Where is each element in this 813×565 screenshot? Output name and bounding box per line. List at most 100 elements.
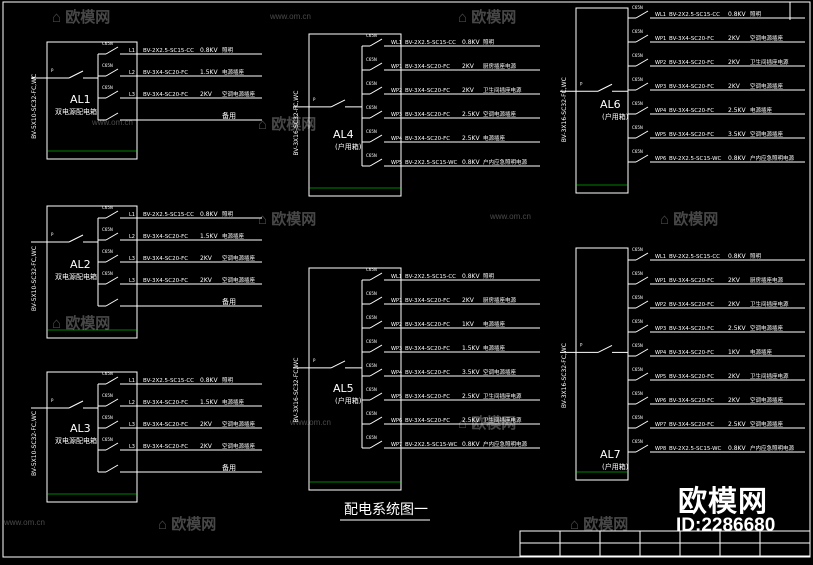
circuit-phase: L3 — [129, 444, 135, 450]
circuit-phase: WP6 — [655, 156, 666, 162]
circuit-power: 3.5KV — [728, 131, 746, 138]
circuit-phase: WL1 — [655, 12, 666, 18]
circuit-cable: BV-3X4-SC20-FC — [669, 36, 714, 42]
branch-breaker — [369, 62, 383, 71]
watermark: ⌂ 欧模网 — [258, 116, 317, 133]
circuit-power: 0.8KV — [728, 445, 746, 452]
breaker-model: C65N — [102, 205, 113, 210]
circuit-phase: WP5 — [655, 132, 666, 138]
feeder-cable-label: BV-3X16-SC32-FC,WC — [561, 77, 568, 142]
circuit-load: 照明 — [222, 47, 234, 54]
branch-breaker — [105, 376, 119, 385]
main-breaker-mark: P — [580, 81, 583, 86]
branch-breaker — [635, 10, 649, 19]
circuit-cable: BV-3X4-SC20-FC — [143, 70, 188, 76]
breaker-model: C65N — [102, 415, 113, 420]
branch-breaker — [105, 112, 119, 121]
watermark: ⌂ 欧模网 — [458, 415, 517, 432]
branch-breaker — [105, 442, 119, 451]
circuit-power: 1.5KV — [200, 399, 218, 406]
breaker-model: C65N — [102, 271, 113, 276]
branch-breaker — [105, 46, 119, 55]
circuit-power: 1.5KV — [200, 69, 218, 76]
branch-breaker — [369, 368, 383, 377]
circuit-load: 户内应急照明电源 — [483, 158, 528, 166]
panel-name: AL3 — [70, 422, 91, 435]
circuit-cable: BV-3X4-SC20-FC — [669, 84, 714, 90]
circuit-cable: BV-3X4-SC20-FC — [669, 326, 714, 332]
breaker-model: C65N — [632, 5, 643, 10]
breaker-model: C65N — [632, 391, 643, 396]
branch-breaker — [369, 416, 383, 425]
main-switch — [597, 83, 613, 92]
breaker-model: C65N — [366, 315, 377, 320]
circuit-power: 0.8KV — [200, 47, 218, 54]
circuit-load: 户内应急照明电源 — [483, 440, 528, 448]
branch-breaker — [635, 154, 649, 163]
breaker-model: C65N — [102, 393, 113, 398]
circuit-cable: BV-2X2.5-SC15-CC — [143, 378, 194, 384]
circuit-load: 照明 — [483, 273, 495, 280]
panel-subtitle: 双电源配电箱 — [55, 107, 97, 116]
breaker-model: C65N — [632, 439, 643, 444]
breaker-model: C65N — [102, 227, 113, 232]
main-breaker-mark: P — [51, 398, 54, 403]
watermark-url: www.om.cn — [92, 118, 133, 127]
circuit-load: 空调电源插座 — [750, 324, 784, 332]
breaker-model: C65N — [366, 339, 377, 344]
panel-subtitle: (户用箱) — [602, 462, 629, 471]
branch-breaker — [635, 252, 649, 261]
circuit-cable: BV-3X4-SC20-FC — [143, 444, 188, 450]
feeder-cable-label: BV-5X10-SC32-FC,WC — [31, 74, 38, 139]
circuit-power: 2KV — [728, 35, 741, 42]
circuit-power: 2KV — [728, 373, 741, 380]
circuit-power: 2KV — [728, 59, 741, 66]
circuit-power: 2KV — [200, 91, 213, 98]
branch-breaker — [635, 372, 649, 381]
panel-box — [46, 205, 138, 339]
circuit-cable: BV-3X4-SC20-FC — [669, 374, 714, 380]
panel-subtitle: 双电源配电箱 — [55, 272, 97, 281]
breaker-model: C65N — [366, 267, 377, 272]
panel-name: AL7 — [600, 448, 621, 461]
breaker-model: C65N — [632, 295, 643, 300]
circuit-load: 电源插座 — [750, 348, 773, 356]
circuit-phase: WP4 — [655, 108, 666, 114]
breaker-model: C65N — [632, 319, 643, 324]
watermark-url: www.om.cn — [270, 12, 311, 21]
circuit-cable: BV-3X4-SC20-FC — [669, 108, 714, 114]
circuit-cable: BV-3X4-SC20-FC — [405, 322, 450, 328]
feeder-cable-label: BV-3X16-SC32-FC,WC — [561, 343, 568, 408]
panel-box — [308, 267, 402, 491]
panel-box — [575, 247, 629, 481]
brand-logo: 欧模网 — [678, 484, 769, 518]
circuit-phase: WP1 — [655, 36, 666, 42]
watermark: ⌂ 欧模网 — [158, 516, 217, 533]
breaker-model: C65N — [366, 363, 377, 368]
circuit-phase: WP5 — [391, 160, 402, 166]
circuit-load: 空调电源插座 — [222, 442, 256, 450]
circuit-cable: BV-3X4-SC20-FC — [405, 136, 450, 142]
breaker-model: C65N — [102, 249, 113, 254]
branch-breaker — [635, 34, 649, 43]
circuit-load: 卫生间插座电源 — [750, 58, 789, 66]
circuit-cable: BV-3X4-SC20-FC — [405, 298, 450, 304]
circuit-power: 2KV — [462, 297, 475, 304]
circuit-cable: BV-3X4-SC20-FC — [669, 60, 714, 66]
circuit-power: 0.8KV — [200, 211, 218, 218]
circuit-cable: BV-2X2.5-SC15-CC — [669, 254, 720, 260]
circuit-power: 2.5KV — [728, 325, 746, 332]
circuit-load: 空调电源插座 — [750, 130, 784, 138]
circuit-load: 照明 — [222, 377, 234, 384]
circuit-load: 照明 — [222, 211, 234, 218]
panel-box — [46, 41, 138, 160]
main-breaker-mark: P — [313, 358, 316, 363]
circuit-power: 2.5KV — [462, 393, 480, 400]
circuit-load: 空调电源插座 — [750, 34, 784, 42]
circuit-load: 空调电源插座 — [222, 420, 256, 428]
circuit-load: 厨房插座电源 — [750, 276, 784, 284]
circuit-power: 2KV — [462, 63, 475, 70]
circuit-power: 2KV — [728, 397, 741, 404]
circuit-phase: L1 — [129, 212, 135, 218]
